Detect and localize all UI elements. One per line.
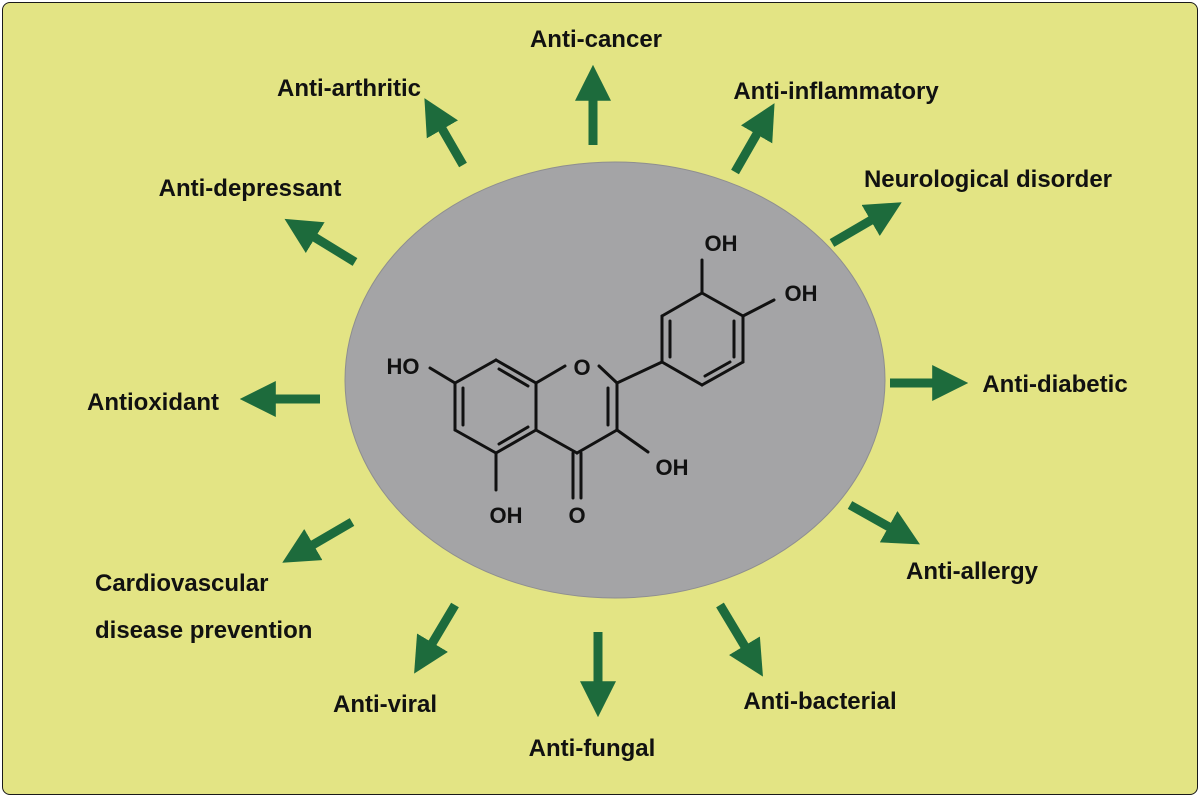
label-anti-cancer: Anti-cancer [530,26,662,53]
hydroxyl-meta: OH [705,231,738,256]
ring-c [534,364,650,500]
arrow-anti-viral [414,602,459,674]
label-neurological-disorder: Neurological disorder [864,166,1112,193]
label-anti-arthritic: Anti-arthritic [277,75,421,102]
label-cardiovascular-line-1: Cardiovascular [95,570,268,597]
arrow-neurological-disorder [829,202,902,247]
label-cardiovascular-line-2: disease prevention [95,617,312,644]
quercetin-structure: O O HO OH OH OH OH [387,231,818,528]
ring-b [660,258,776,387]
label-anti-inflammatory: Anti-inflammatory [733,78,939,105]
arrow-cardiovascular [282,518,355,563]
arrow-anti-allergy [847,501,920,545]
ring-a [453,358,538,455]
label-anti-allergy: Anti-allergy [906,558,1039,585]
label-anti-fungal: Anti-fungal [529,735,656,762]
bond-c2-b-ring [615,360,664,385]
arrow-anti-arthritic [424,98,467,168]
hydroxyl-5: OH [490,503,523,528]
bond-7-oh [428,366,457,385]
hydroxyl-para: OH [785,281,818,306]
label-anti-diabetic: Anti-diabetic [982,371,1127,398]
ring-oxygen-atom: O [573,355,590,380]
label-antioxidant: Antioxidant [87,389,219,416]
carbonyl-oxygen-atom: O [568,503,585,528]
label-anti-viral: Anti-viral [333,691,437,718]
label-anti-bacterial: Anti-bacterial [743,688,896,715]
arrows-group [239,64,969,718]
effect-labels: Anti-cancer Anti-inflammatory Neurologic… [87,26,1128,762]
hydroxyl-3: OH [656,455,689,480]
arrow-anti-bacterial [716,602,763,677]
arrow-anti-inflammatory [731,103,775,175]
hydroxyl-7: HO [387,354,420,379]
label-anti-depressant: Anti-depressant [159,175,342,202]
arrow-anti-depressant [284,218,358,266]
